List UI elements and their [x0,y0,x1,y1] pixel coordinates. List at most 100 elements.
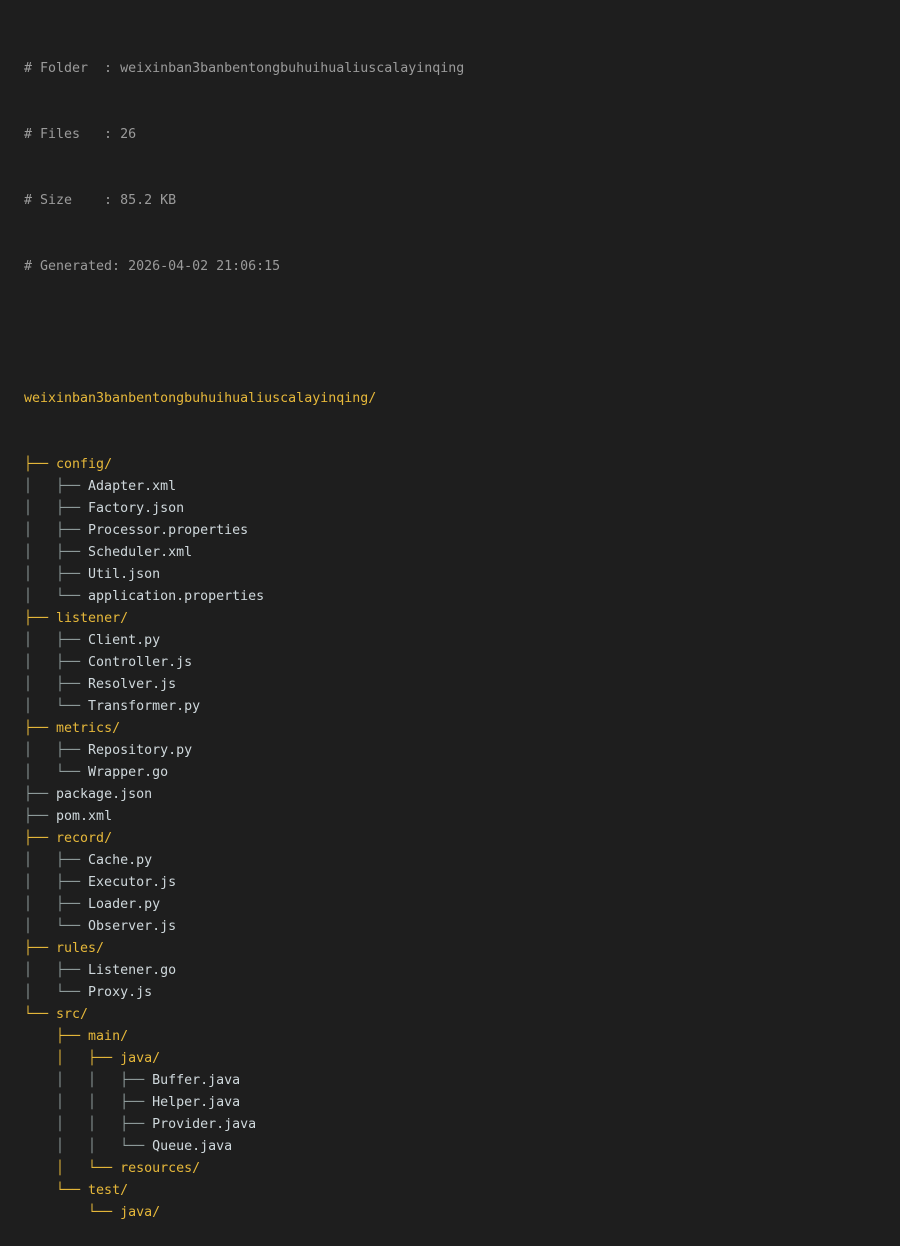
tree-file: │ │ └── Queue.java [24,1136,900,1158]
tree-file: │ └── Observer.js [24,916,900,938]
tree-connector: │ ├── [24,743,89,758]
tree-connector: │ │ ├── [24,1073,153,1088]
tree-connector: └── [24,1007,57,1022]
tree-lines: ├── config/│ ├── Adapter.xml│ ├── Factor… [24,454,900,1224]
tree-file: │ ├── Repository.py [24,740,900,762]
tree-directory: └── src/ [24,1004,900,1026]
file-name: Transformer.py [88,699,201,714]
tree-connector: │ └── [24,1161,121,1176]
tree-directory: │ ├── java/ [24,1048,900,1070]
tree-connector: │ ├── [24,567,89,582]
directory-name: src/ [56,1007,89,1022]
directory-name: rules/ [56,941,105,956]
tree-file: │ ├── Client.py [24,630,900,652]
tree-connector: │ └── [24,699,89,714]
tree-file: │ └── application.properties [24,586,900,608]
directory-name: java/ [120,1205,161,1220]
tree-connector: ├── [24,831,57,846]
tree-connector: │ ├── [24,633,89,648]
tree-file: │ ├── Listener.go [24,960,900,982]
tree-file: │ ├── Cache.py [24,850,900,872]
tree-file: │ ├── Controller.js [24,652,900,674]
tree-file: │ ├── Adapter.xml [24,476,900,498]
tree-connector: ├── [24,611,57,626]
tree-connector: │ ├── [24,479,89,494]
tree-file: │ ├── Resolver.js [24,674,900,696]
tree-connector: │ ├── [24,853,89,868]
tree-connector: │ ├── [24,1051,121,1066]
tree-directory: ├── rules/ [24,938,900,960]
file-name: Repository.py [88,743,193,758]
file-name: Observer.js [88,919,177,934]
file-name: Client.py [88,633,161,648]
tree-file: │ ├── Factory.json [24,498,900,520]
tree-connector: │ └── [24,919,89,934]
tree-directory: └── test/ [24,1180,900,1202]
tree-directory: └── java/ [24,1202,900,1224]
file-name: Executor.js [88,875,177,890]
tree-file: │ ├── Processor.properties [24,520,900,542]
file-name: Processor.properties [88,523,249,538]
tree-connector: ├── [24,721,57,736]
file-name: Util.json [88,567,161,582]
meta-generated: # Generated: 2026-04-02 21:06:15 [24,259,281,274]
tree-connector: ├── [24,787,57,802]
tree-connector: │ │ └── [24,1139,153,1154]
file-name: application.properties [88,589,265,604]
tree-connector: └── [24,1183,89,1198]
file-name: Proxy.js [88,985,153,1000]
tree-file: ├── pom.xml [24,806,900,828]
file-name: Loader.py [88,897,161,912]
file-name: Scheduler.xml [88,545,193,560]
tree-connector: │ ├── [24,875,89,890]
file-name: pom.xml [56,809,113,824]
tree-connector: │ ├── [24,523,89,538]
tree-connector: └── [24,1205,121,1220]
directory-name: main/ [88,1029,129,1044]
tree-directory: ├── config/ [24,454,900,476]
tree-file: │ ├── Loader.py [24,894,900,916]
meta-size: # Size : 85.2 KB [24,193,177,208]
file-name: Queue.java [152,1139,233,1154]
tree-directory: │ └── resources/ [24,1158,900,1180]
file-name: Factory.json [88,501,185,516]
directory-name: listener/ [56,611,129,626]
tree-file: │ │ ├── Buffer.java [24,1070,900,1092]
directory-name: config/ [56,457,113,472]
tree-connector: ├── [24,457,57,472]
tree-connector: │ ├── [24,655,89,670]
directory-name: record/ [56,831,113,846]
tree-file: │ ├── Util.json [24,564,900,586]
file-name: Adapter.xml [88,479,177,494]
file-name: Cache.py [88,853,153,868]
tree-file: │ │ ├── Helper.java [24,1092,900,1114]
directory-name: test/ [88,1183,129,1198]
file-name: Buffer.java [152,1073,241,1088]
tree-connector: │ ├── [24,897,89,912]
tree-connector: │ └── [24,589,89,604]
tree-file: │ ├── Executor.js [24,872,900,894]
file-name: Controller.js [88,655,193,670]
file-name: Helper.java [152,1095,241,1110]
tree-connector: │ ├── [24,501,89,516]
file-name: Wrapper.go [88,765,169,780]
tree-file: │ │ ├── Provider.java [24,1114,900,1136]
directory-name: resources/ [120,1161,201,1176]
tree-connector: │ │ ├── [24,1095,153,1110]
tree-connector: │ ├── [24,677,89,692]
tree-connector: │ │ ├── [24,1117,153,1132]
tree-connector: │ ├── [24,545,89,560]
tree-directory: ├── record/ [24,828,900,850]
tree-file: │ └── Wrapper.go [24,762,900,784]
file-name: Provider.java [152,1117,257,1132]
meta-folder: # Folder : weixinban3banbentongbuhuihual… [24,61,465,76]
file-name: Resolver.js [88,677,177,692]
tree-connector: │ └── [24,765,89,780]
tree-file: │ └── Transformer.py [24,696,900,718]
spacer [24,322,900,344]
file-name: package.json [56,787,153,802]
file-name: Listener.go [88,963,177,978]
tree-connector: ├── [24,941,57,956]
tree-connector: │ ├── [24,963,89,978]
